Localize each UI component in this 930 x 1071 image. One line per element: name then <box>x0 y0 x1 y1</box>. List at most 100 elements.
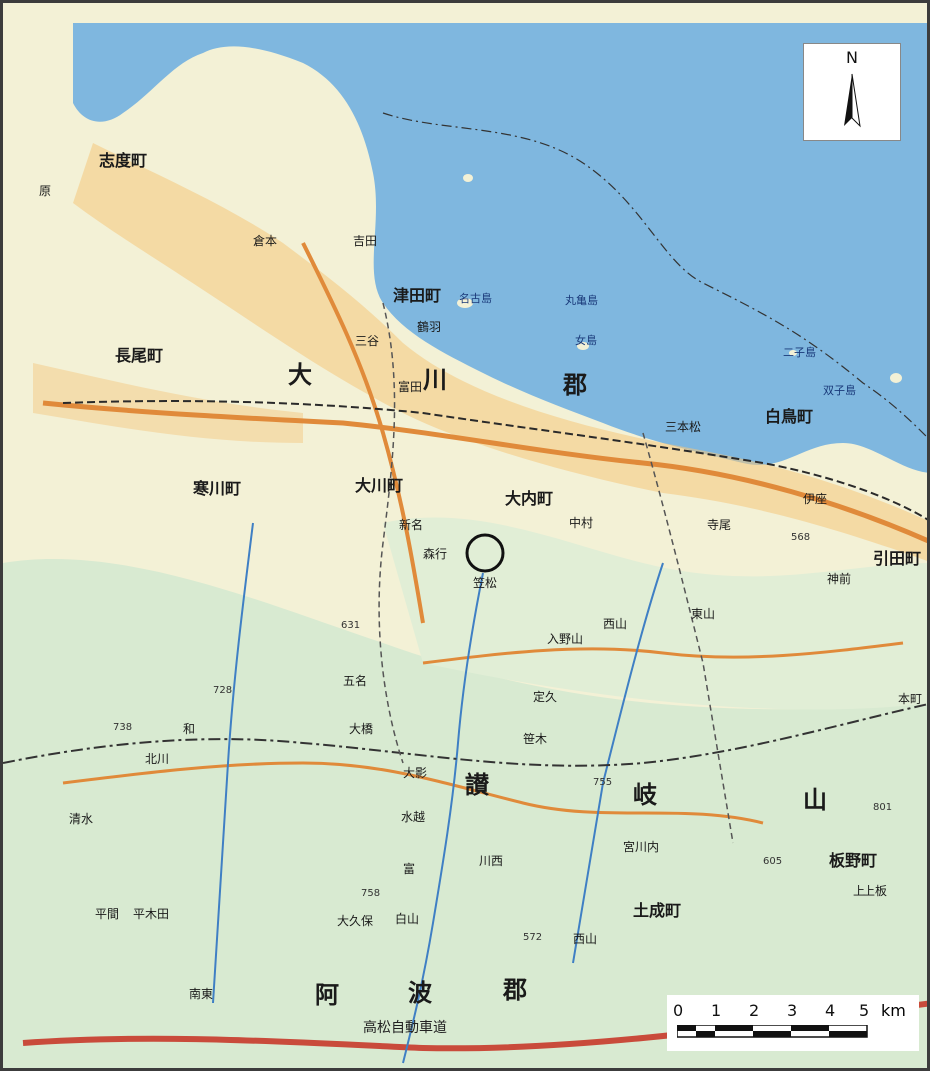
town-label: 寒川町 <box>193 479 242 498</box>
forest-area <box>383 517 927 710</box>
main-road <box>62 761 764 825</box>
municipal-boundary <box>378 302 404 764</box>
elevation-label: 572 <box>523 932 543 943</box>
place-label: 新名 <box>399 518 424 532</box>
prefecture-boundary <box>3 703 927 767</box>
elevation-label: 568 <box>791 532 811 543</box>
place-label: 平間 <box>95 907 120 921</box>
island-label: 二子島 <box>783 346 816 359</box>
place-label: 上 <box>853 884 866 898</box>
scale-tick-0: 0 <box>673 1001 684 1020</box>
place-label: 寺尾 <box>707 518 732 532</box>
place-label: 五名 <box>343 674 368 688</box>
place-label: 上板 <box>863 884 888 898</box>
place-label: 吉田 <box>353 234 378 248</box>
island-label: 丸亀島 <box>565 294 598 307</box>
town-label: 引田町 <box>873 549 922 568</box>
place-label: 大影 <box>403 766 428 780</box>
place-label: 川西 <box>479 854 504 868</box>
place-label: 南東 <box>189 987 214 1001</box>
scale-tick-4: 4 <box>825 1001 836 1020</box>
urban-area <box>73 143 927 561</box>
expressway-label: 高松自動車道 <box>363 1020 447 1036</box>
place-label: 東山 <box>691 607 716 621</box>
region-label: 岐 <box>633 781 663 809</box>
town-label: 志度町 <box>99 151 148 170</box>
place-label: 森行 <box>423 547 448 561</box>
place-label: 入野山 <box>547 632 584 646</box>
island-label: 女島 <box>575 334 597 347</box>
place-label: 笠松 <box>473 576 498 590</box>
elevation-label: 801 <box>873 802 893 813</box>
place-label: 北川 <box>145 752 170 766</box>
scale-tick-3: 3 <box>787 1001 798 1020</box>
town-label: 津田町 <box>393 286 442 305</box>
region-label: 川 <box>423 366 453 394</box>
north-arrow-icon <box>844 73 861 128</box>
region-label: 大 <box>288 361 318 389</box>
region-label: 阿 <box>315 981 345 1009</box>
place-label: 西山 <box>603 617 628 631</box>
place-label: 和 <box>183 722 196 736</box>
scale-bar: 0 1 2 3 4 5 km <box>667 995 919 1051</box>
river <box>212 522 254 1004</box>
place-label: 宮川内 <box>623 840 660 854</box>
elevation-label: 631 <box>341 620 361 631</box>
place-label: 富田 <box>398 380 423 394</box>
place-label: 白山 <box>395 912 420 926</box>
place-label: 本町 <box>898 692 923 706</box>
island-label: 名古島 <box>459 292 492 305</box>
town-label: 大川町 <box>355 476 404 495</box>
sea-boundary <box>382 112 927 438</box>
island <box>577 342 589 350</box>
river <box>572 562 664 964</box>
sea-area <box>73 23 927 473</box>
place-label: 三本松 <box>665 420 702 434</box>
scale-tick-2: 2 <box>749 1001 760 1020</box>
region-label: 郡 <box>563 371 593 399</box>
scale-tick-1: 1 <box>711 1001 722 1020</box>
elevation-label: 605 <box>763 856 783 867</box>
place-label: 原 <box>39 184 52 198</box>
town-label: 大内町 <box>505 489 554 508</box>
place-label: 定久 <box>533 690 558 704</box>
place-label: 笹木 <box>523 732 548 746</box>
main-road <box>42 400 927 544</box>
main-road <box>301 242 425 624</box>
place-label: 神前 <box>827 572 852 586</box>
island-label: 双子島 <box>823 384 856 397</box>
place-label: 三谷 <box>355 334 380 348</box>
place-label: 中村 <box>569 516 594 530</box>
elevation-label: 728 <box>213 685 233 696</box>
town-label: 白鳥町 <box>765 407 814 426</box>
river <box>402 572 484 1064</box>
location-marker <box>465 533 505 573</box>
place-label: 西山 <box>573 932 598 946</box>
town-label: 長尾町 <box>115 346 164 365</box>
region-label: 郡 <box>503 976 533 1004</box>
island <box>463 174 473 182</box>
place-label: 水越 <box>401 810 426 824</box>
town-label: 板野町 <box>829 851 878 870</box>
elevation-label: 758 <box>361 888 381 899</box>
island <box>890 373 902 383</box>
scale-tick-5: 5 <box>859 1001 870 1020</box>
place-label: 清水 <box>69 812 94 826</box>
place-label: 大橋 <box>349 722 374 736</box>
region-label: 山 <box>803 786 833 814</box>
region-label: 讃 <box>465 771 495 799</box>
main-road <box>422 641 904 665</box>
place-label: 富 <box>403 862 416 876</box>
topographic-map[interactable] <box>3 3 930 1071</box>
place-label: 大久保 <box>337 914 374 928</box>
place-label: 伊座 <box>803 492 828 506</box>
elevation-label: 738 <box>113 722 133 733</box>
place-label: 平木田 <box>133 907 170 921</box>
place-label: 鶴羽 <box>417 320 442 334</box>
elevation-label: 755 <box>593 777 613 788</box>
place-label: 倉本 <box>253 234 278 248</box>
scale-unit: km <box>881 1001 906 1020</box>
town-label: 土成町 <box>633 901 682 920</box>
scale-bar-graphic <box>677 1025 868 1038</box>
